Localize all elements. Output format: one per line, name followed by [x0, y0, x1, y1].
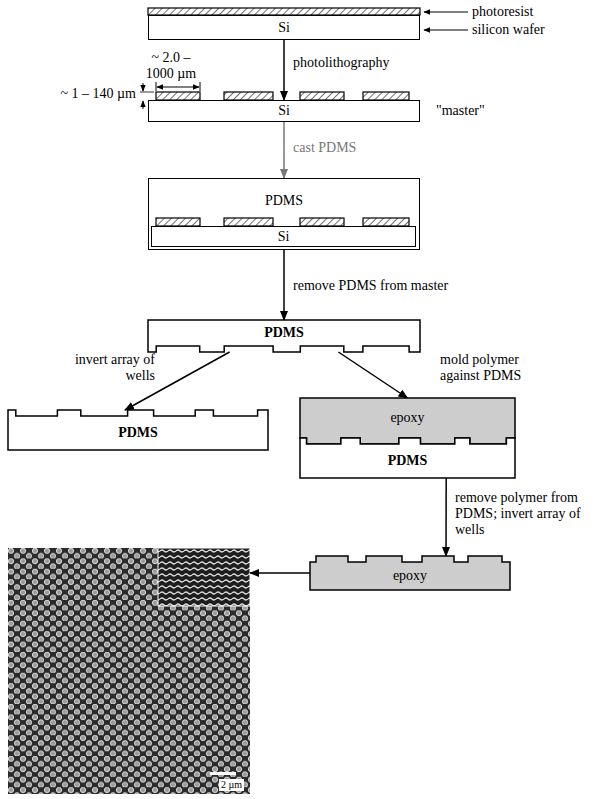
- layer-label: PDMS: [264, 325, 304, 341]
- layer-label: epoxy: [393, 568, 427, 584]
- step-label: remove PDMS from master: [293, 278, 493, 294]
- node-text-area: epoxy: [310, 556, 510, 590]
- layer-outline: [300, 438, 515, 478]
- process-arrow: [338, 352, 407, 398]
- dimension-tick: [140, 92, 154, 93]
- layer-outline: [300, 398, 515, 444]
- layer-outline: [148, 320, 420, 352]
- layer-label: PDMS: [118, 425, 158, 441]
- sem-micrograph: 2 µm: [8, 548, 250, 794]
- pdms-block: PDMS Si: [148, 178, 420, 250]
- process-arrow: [283, 122, 285, 178]
- step-label: invert array of wells: [58, 352, 155, 384]
- node-text-area: Si: [149, 16, 419, 39]
- epoxy-replica: epoxy: [310, 556, 510, 590]
- node-text-area: epoxy: [300, 398, 515, 444]
- node-text-area: PDMS: [300, 438, 515, 478]
- silicon-wafer: Si: [148, 100, 420, 122]
- node-text-area: PDMS: [8, 410, 268, 450]
- layer-label: Si: [278, 103, 290, 119]
- dimension-label: ~ 2.0 – 1000 µm: [140, 50, 202, 82]
- dimension-tick: [200, 82, 201, 91]
- resist-pattern: [156, 92, 409, 100]
- layer-label: Si: [278, 20, 290, 36]
- dimension-line: [157, 87, 199, 88]
- leader-line: [424, 11, 468, 12]
- layer-label: PDMS: [265, 193, 303, 209]
- photoresist-layer: [148, 8, 420, 15]
- node-text-area: PDMS: [148, 320, 420, 352]
- dimension-line: [143, 101, 144, 109]
- layer-label: epoxy: [390, 410, 424, 426]
- dimension-label: ~ 1 – 140 µm: [28, 86, 136, 102]
- process-arrow: [283, 40, 285, 100]
- step-label: cast PDMS: [293, 140, 393, 156]
- layer-outline: [8, 410, 268, 450]
- process-arrow: [445, 478, 447, 556]
- step-label: mold polymer against PDMS: [440, 352, 545, 384]
- silicon-wafer: Si: [148, 15, 420, 40]
- epoxy-replica: epoxy: [300, 398, 515, 444]
- micrograph-picture: [8, 548, 250, 794]
- layer-label: Si: [278, 229, 290, 245]
- process-arrow: [250, 572, 310, 574]
- dimension-tick: [156, 82, 157, 91]
- part-label: "master": [436, 103, 526, 119]
- part-label: silicon wafer: [472, 22, 582, 38]
- pdms-stamp: PDMS: [300, 438, 515, 478]
- part-label: photoresist: [472, 4, 582, 20]
- node-text-area: Si: [152, 227, 415, 246]
- node-text-area: 2 µm: [8, 548, 250, 794]
- dimension-line: [143, 83, 144, 91]
- step-label: photolithography: [293, 55, 423, 71]
- leader-line: [424, 29, 468, 30]
- process-arrow: [283, 250, 285, 320]
- node-text-area: Si: [149, 101, 419, 121]
- silicon-wafer: Si: [151, 226, 416, 247]
- scale-bar-label: 2 µm: [219, 779, 244, 791]
- pdms-stamp: PDMS: [8, 410, 268, 450]
- resist-pattern: [156, 218, 409, 226]
- step-label: remove polymer from PDMS; invert array o…: [455, 490, 589, 538]
- layer-label: PDMS: [388, 453, 428, 469]
- layer-outline: [310, 556, 510, 590]
- pdms-stamp: PDMS: [148, 320, 420, 352]
